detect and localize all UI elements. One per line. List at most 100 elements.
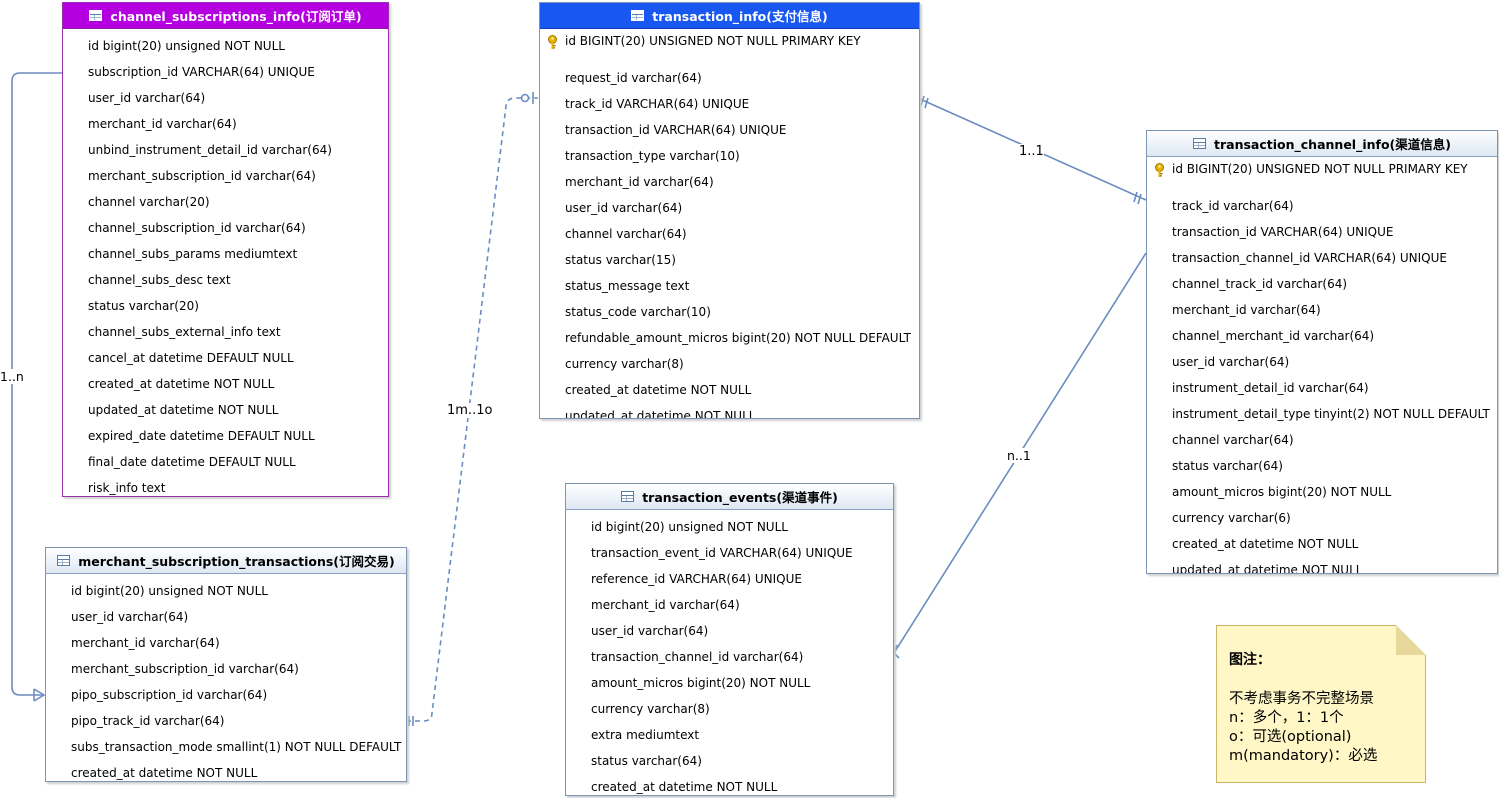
table-column-row[interactable]: transaction_event_id VARCHAR(64) UNIQUE: [566, 540, 893, 566]
table-column-row[interactable]: merchant_subscription_id varchar(64): [63, 163, 388, 189]
table-header[interactable]: transaction_info(支付信息): [540, 3, 919, 29]
table-column-row[interactable]: status varchar(64): [566, 748, 893, 774]
table-column-row[interactable]: status varchar(15): [540, 247, 919, 273]
column-name: channel_subscription_id varchar(64): [88, 221, 306, 235]
table-column-row[interactable]: instrument_detail_id varchar(64): [1147, 375, 1497, 401]
table-header[interactable]: transaction_events(渠道事件): [566, 484, 893, 510]
relation-label-11: 1..1: [1019, 144, 1044, 159]
table-column-row[interactable]: created_at datetime NOT NULL: [566, 774, 893, 795]
table-title: transaction_events(渠道事件): [642, 490, 838, 505]
table-column-row[interactable]: id bigint(20) unsigned NOT NULL: [46, 578, 406, 604]
table-column-row[interactable]: user_id varchar(64): [46, 604, 406, 630]
table-column-row[interactable]: status varchar(64): [1147, 453, 1497, 479]
table-column-row[interactable]: user_id varchar(64): [1147, 349, 1497, 375]
table-column-row[interactable]: cancel_at datetime DEFAULT NULL: [63, 345, 388, 371]
table-column-row[interactable]: merchant_subscription_id varchar(64): [46, 656, 406, 682]
table-column-row[interactable]: merchant_id varchar(64): [566, 592, 893, 618]
table-column-row[interactable]: amount_micros bigint(20) NOT NULL: [566, 670, 893, 696]
table-column-row[interactable]: subs_transaction_mode smallint(1) NOT NU…: [46, 734, 406, 760]
table-column-row[interactable]: id bigint(20) unsigned NOT NULL: [63, 33, 388, 59]
table-column-row[interactable]: merchant_id varchar(64): [1147, 297, 1497, 323]
table-column-row[interactable]: channel_track_id varchar(64): [1147, 271, 1497, 297]
table-column-row[interactable]: created_at datetime NOT NULL: [46, 760, 406, 781]
table-column-row[interactable]: status_code varchar(10): [540, 299, 919, 325]
table-transaction-info[interactable]: transaction_info(支付信息) id BIGINT(20) UNS…: [539, 2, 920, 419]
table-column-row[interactable]: channel_subscription_id varchar(64): [63, 215, 388, 241]
column-name: transaction_id VARCHAR(64) UNIQUE: [565, 123, 787, 137]
table-column-row[interactable]: currency varchar(8): [540, 351, 919, 377]
table-column-row[interactable]: subscription_id VARCHAR(64) UNIQUE: [63, 59, 388, 85]
table-column-row[interactable]: pipo_track_id varchar(64): [46, 708, 406, 734]
column-name: track_id varchar(64): [1172, 199, 1294, 213]
table-column-row[interactable]: transaction_type varchar(10): [540, 143, 919, 169]
table-column-row[interactable]: id bigint(20) unsigned NOT NULL: [566, 514, 893, 540]
table-column-row[interactable]: channel_subs_params mediumtext: [63, 241, 388, 267]
table-column-row[interactable]: updated_at datetime NOT NULL: [63, 397, 388, 423]
table-column-row[interactable]: channel_subs_desc text: [63, 267, 388, 293]
table-column-row[interactable]: instrument_detail_type tinyint(2) NOT NU…: [1147, 401, 1497, 427]
table-column-row[interactable]: merchant_id varchar(64): [540, 169, 919, 195]
table-column-row[interactable]: updated_at datetime NOT NULL: [540, 403, 919, 418]
table-column-row[interactable]: extra mediumtext: [566, 722, 893, 748]
table-column-row[interactable]: currency varchar(6): [1147, 505, 1497, 531]
table-column-row[interactable]: channel_subs_external_info text: [63, 319, 388, 345]
column-name: pipo_track_id varchar(64): [71, 714, 225, 728]
column-name: amount_micros bigint(20) NOT NULL: [1172, 485, 1392, 499]
column-name: status varchar(15): [565, 253, 676, 267]
column-name: instrument_detail_id varchar(64): [1172, 381, 1369, 395]
table-column-row[interactable]: reference_id VARCHAR(64) UNIQUE: [566, 566, 893, 592]
table-column-row[interactable]: updated_at datetime NOT NULL: [1147, 557, 1497, 573]
table-column-row[interactable]: channel_merchant_id varchar(64): [1147, 323, 1497, 349]
table-header[interactable]: channel_subscriptions_info(订阅订单): [63, 3, 388, 29]
column-name: transaction_channel_id VARCHAR(64) UNIQU…: [1172, 251, 1447, 265]
table-column-row[interactable]: final_date datetime DEFAULT NULL: [63, 449, 388, 475]
table-column-row[interactable]: pipo_subscription_id varchar(64): [46, 682, 406, 708]
table-column-row[interactable]: created_at datetime NOT NULL: [1147, 531, 1497, 557]
table-column-row[interactable]: created_at datetime NOT NULL: [540, 377, 919, 403]
column-name: id BIGINT(20) UNSIGNED NOT NULL PRIMARY …: [565, 34, 861, 48]
primary-key-column[interactable]: id BIGINT(20) UNSIGNED NOT NULL PRIMARY …: [540, 29, 919, 61]
table-column-row[interactable]: user_id varchar(64): [566, 618, 893, 644]
table-column-row[interactable]: created_at datetime NOT NULL: [63, 371, 388, 397]
column-name: transaction_id VARCHAR(64) UNIQUE: [1172, 225, 1394, 239]
table-header[interactable]: merchant_subscription_transactions(订阅交易): [46, 548, 406, 574]
table-column-row[interactable]: user_id varchar(64): [540, 195, 919, 221]
table-column-row[interactable]: status varchar(20): [63, 293, 388, 319]
table-column-row[interactable]: merchant_id varchar(64): [63, 111, 388, 137]
table-column-row[interactable]: merchant_id varchar(64): [46, 630, 406, 656]
table-transaction-channel-info[interactable]: transaction_channel_info(渠道信息) id BIGINT…: [1146, 130, 1498, 574]
column-name: currency varchar(8): [591, 702, 710, 716]
note-line: n：多个，1：1个: [1229, 710, 1344, 726]
table-column-row[interactable]: user_id varchar(64): [63, 85, 388, 111]
column-name: created_at datetime NOT NULL: [565, 383, 752, 397]
table-column-row[interactable]: track_id varchar(64): [1147, 193, 1497, 219]
legend-note: 图注： 不考虑事务不完整场景 n：多个，1：1个 o：可选(optional) …: [1216, 625, 1426, 783]
table-transaction-events[interactable]: transaction_events(渠道事件) id bigint(20) u…: [565, 483, 894, 796]
column-name: subscription_id VARCHAR(64) UNIQUE: [88, 65, 315, 79]
table-column-row[interactable]: unbind_instrument_detail_id varchar(64): [63, 137, 388, 163]
column-name: status varchar(64): [591, 754, 702, 768]
table-column-row[interactable]: channel varchar(20): [63, 189, 388, 215]
table-column-row[interactable]: transaction_id VARCHAR(64) UNIQUE: [540, 117, 919, 143]
table-column-row[interactable]: channel varchar(64): [1147, 427, 1497, 453]
note-line: m(mandatory)：必选: [1229, 748, 1378, 764]
column-name: request_id varchar(64): [565, 71, 702, 85]
table-header[interactable]: transaction_channel_info(渠道信息): [1147, 131, 1497, 157]
table-column-row[interactable]: transaction_id VARCHAR(64) UNIQUE: [1147, 219, 1497, 245]
table-column-row[interactable]: risk_info text: [63, 475, 388, 496]
table-merchant-subscription-transactions[interactable]: merchant_subscription_transactions(订阅交易)…: [45, 547, 407, 782]
table-channel-subscriptions-info[interactable]: channel_subscriptions_info(订阅订单) id bigi…: [62, 2, 389, 497]
key-icon: [1155, 163, 1164, 177]
table-column-row[interactable]: transaction_channel_id VARCHAR(64) UNIQU…: [1147, 245, 1497, 271]
primary-key-column[interactable]: id BIGINT(20) UNSIGNED NOT NULL PRIMARY …: [1147, 157, 1497, 189]
table-column-row[interactable]: track_id VARCHAR(64) UNIQUE: [540, 91, 919, 117]
table-column-row[interactable]: currency varchar(8): [566, 696, 893, 722]
table-column-row[interactable]: expired_date datetime DEFAULT NULL: [63, 423, 388, 449]
table-column-row[interactable]: channel varchar(64): [540, 221, 919, 247]
table-column-row[interactable]: refundable_amount_micros bigint(20) NOT …: [540, 325, 919, 351]
table-column-row[interactable]: status_message text: [540, 273, 919, 299]
table-column-row[interactable]: transaction_channel_id varchar(64): [566, 644, 893, 670]
table-column-row[interactable]: amount_micros bigint(20) NOT NULL: [1147, 479, 1497, 505]
key-icon: [548, 35, 557, 49]
table-column-row[interactable]: request_id varchar(64): [540, 65, 919, 91]
